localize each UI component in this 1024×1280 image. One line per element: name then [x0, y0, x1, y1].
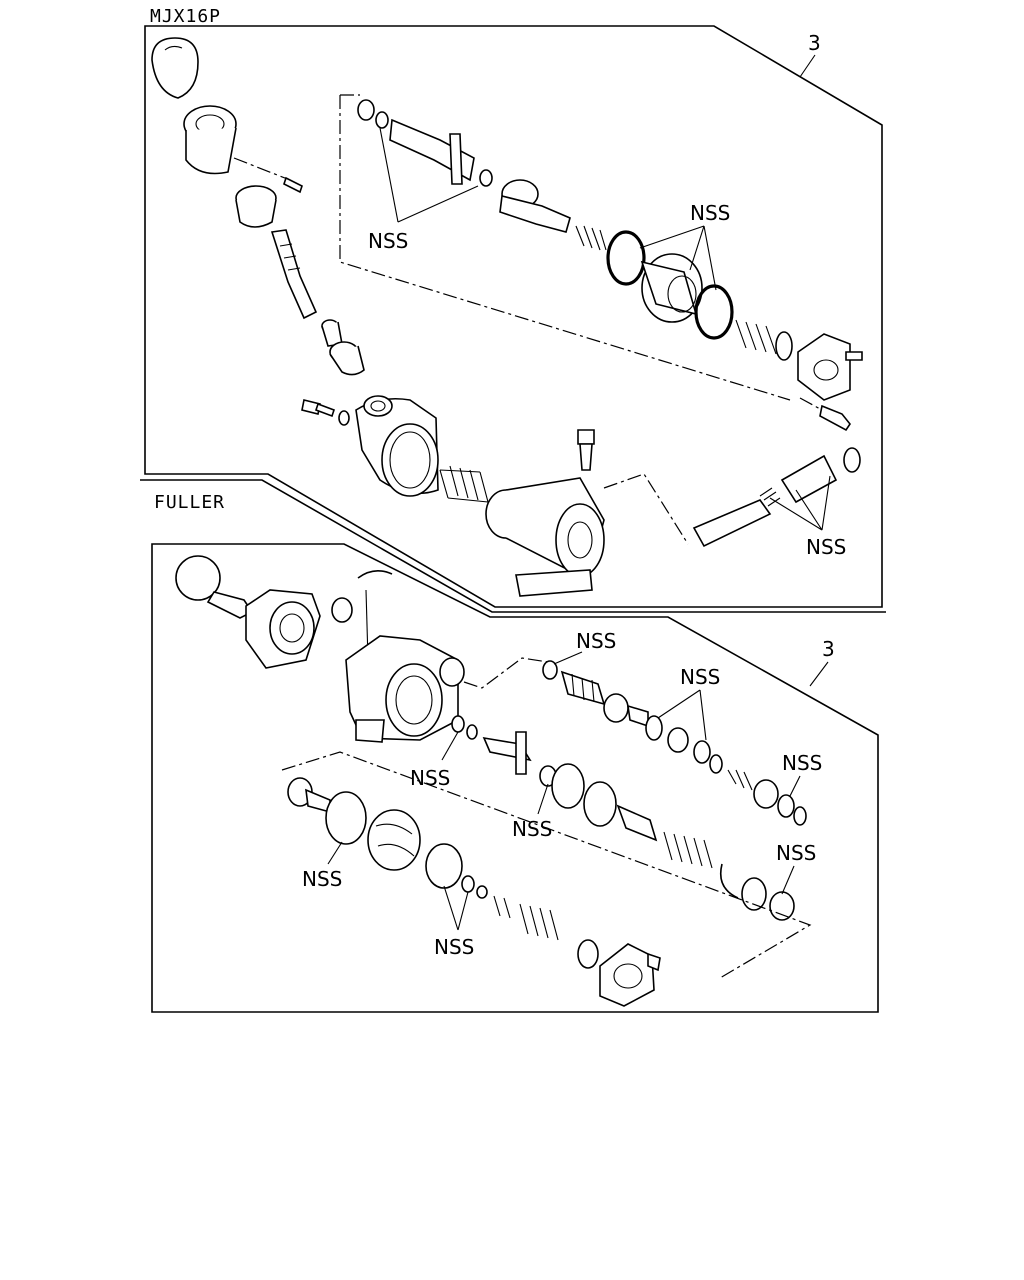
fuller-nss-leader-2	[657, 689, 707, 741]
mjx16p-nss-leader-2	[639, 225, 717, 291]
fuller-shift-knob	[175, 555, 254, 619]
shift-lever	[270, 229, 318, 320]
fuller-nss-label-5: NSS	[512, 817, 552, 841]
mjx16p-detent-body	[485, 477, 605, 597]
fuller-nss-leader-7	[327, 841, 343, 865]
fuller-washer	[577, 939, 599, 969]
mjx16p-spring-2	[735, 319, 793, 361]
mjx16p-nss-leader-3	[769, 475, 831, 531]
roll-pin	[233, 157, 303, 194]
fuller-shift-housing	[345, 635, 465, 743]
fuller-nss-label-7: NSS	[302, 867, 342, 891]
fuller-oring-4	[425, 843, 488, 899]
fuller-section: FULLER 3	[151, 492, 879, 1013]
mjx16p-piston	[606, 230, 734, 340]
fuller-oring-2	[645, 715, 723, 774]
fuller-frame	[151, 543, 879, 1013]
fuller-nss-label-8: NSS	[434, 935, 474, 959]
fuller-detent-plunger	[560, 670, 606, 706]
fuller-nss-leader-3	[789, 775, 801, 797]
fuller-nss-label-6: NSS	[776, 841, 816, 865]
fuller-nss-label-4: NSS	[410, 766, 450, 790]
shift-knob	[151, 37, 199, 99]
mjx16p-title: MJX16P	[150, 6, 221, 27]
mjx16p-nss-label-3: NSS	[806, 535, 846, 559]
knob-adapter	[183, 105, 237, 175]
fuller-title: FULLER	[154, 492, 225, 513]
fuller-kit-box	[281, 751, 812, 979]
fuller-lever-boot	[245, 589, 321, 669]
mjx16p-kit-box	[339, 94, 791, 401]
mjx16p-oring-small	[357, 99, 389, 129]
mjx16p-kit-ref: 3	[808, 31, 821, 55]
fuller-piston-rings-row	[551, 763, 658, 842]
mjx16p-nss-label-1: NSS	[368, 229, 408, 253]
lever-spacer	[321, 319, 343, 347]
lever-bushing	[235, 185, 277, 228]
fuller-oring-3	[451, 715, 478, 740]
section-divider	[140, 479, 886, 613]
fuller-spring-1	[727, 769, 807, 826]
mjx16p-frame	[144, 25, 883, 608]
fuller-housing-leader	[463, 657, 549, 689]
fuller-oring-1	[542, 660, 558, 680]
fuller-nss-label-3: NSS	[782, 751, 822, 775]
fuller-end-cover	[599, 943, 661, 1007]
mjx16p-kit-leader	[799, 54, 816, 78]
mjx16p-piston-rod	[499, 179, 571, 233]
fuller-kit-leader	[809, 661, 829, 687]
mjx16p-nss-leader-1	[379, 127, 479, 223]
mjx16p-cover-bolt	[799, 397, 851, 432]
fuller-nss-leader-1	[553, 651, 583, 665]
fuller-shift-piston-a	[603, 693, 649, 728]
mjx16p-rod-leader	[603, 473, 689, 545]
mjx16p-spring-small	[575, 225, 607, 251]
fuller-bushing	[331, 597, 353, 623]
mjx16p-shift-shaft	[389, 118, 493, 187]
fuller-nss-label-1: NSS	[576, 629, 616, 653]
fuller-large-oring	[325, 791, 367, 845]
fuller-spring-2	[663, 831, 713, 869]
mjx16p-selector-rod	[692, 447, 861, 548]
fuller-nss-leader-8	[443, 885, 469, 931]
fuller-shift-rail	[482, 731, 557, 787]
fuller-kit-ref: 3	[822, 637, 835, 661]
fuller-nss-leader-5	[537, 783, 549, 815]
mjx16p-cap-bolt	[577, 429, 595, 471]
housing-bolt	[301, 399, 350, 426]
mjx16p-spring-1	[439, 465, 489, 503]
mjx16p-shift-housing	[355, 395, 439, 497]
fuller-nss-leader-4	[441, 731, 459, 761]
fuller-spring-3	[493, 895, 559, 941]
mjx16p-section: MJX16P 3	[140, 6, 886, 613]
fuller-large-piston	[367, 809, 421, 871]
fuller-nss-leader-6	[781, 865, 795, 895]
fuller-nss-label-2: NSS	[680, 665, 720, 689]
fuller-end-piston	[287, 777, 331, 814]
mjx16p-nss-label-2: NSS	[690, 201, 730, 225]
mjx16p-end-cover	[797, 333, 863, 401]
lever-sleeve	[329, 341, 365, 376]
